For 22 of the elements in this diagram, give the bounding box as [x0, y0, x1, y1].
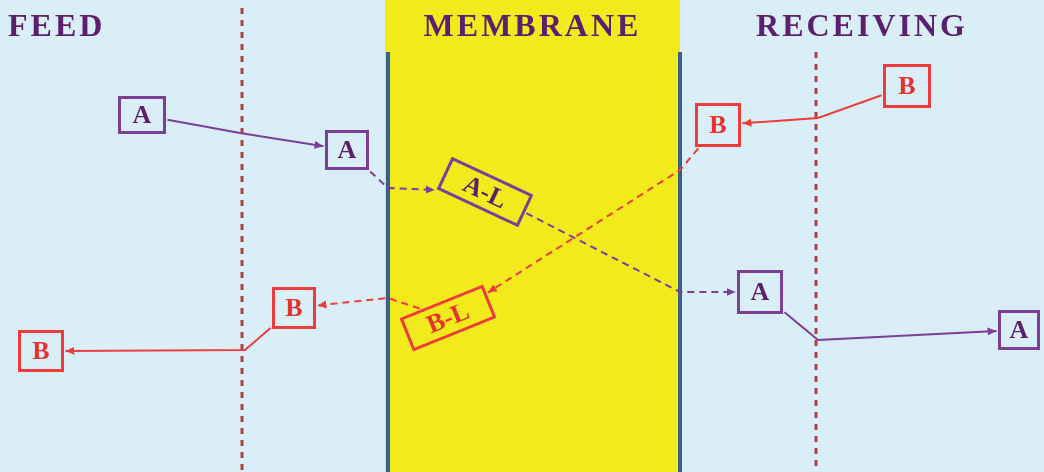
- species-box: B: [18, 330, 64, 372]
- transport-arrow: [166, 118, 325, 149]
- species-box: A: [737, 270, 783, 314]
- species-box: A: [325, 130, 369, 170]
- species-box: B: [883, 64, 931, 108]
- transport-arrow: [783, 311, 998, 341]
- species-box: B: [695, 103, 741, 147]
- transport-arrow: [369, 170, 436, 194]
- species-box: B: [272, 287, 316, 329]
- species-box: A: [998, 310, 1040, 350]
- species-box: A-L: [436, 156, 534, 228]
- membrane-band: [385, 0, 680, 472]
- transport-arrow: [486, 147, 700, 294]
- zone-heading: RECEIVING: [756, 9, 968, 41]
- transport-arrow: [316, 297, 421, 310]
- zone-heading: FEED: [8, 9, 106, 41]
- transport-arrow: [741, 94, 883, 127]
- transport-arrow: [525, 212, 737, 296]
- species-box: B-L: [399, 284, 497, 352]
- species-box: A: [118, 96, 166, 134]
- transport-arrow: [64, 327, 272, 355]
- zone-heading: MEMBRANE: [423, 9, 642, 41]
